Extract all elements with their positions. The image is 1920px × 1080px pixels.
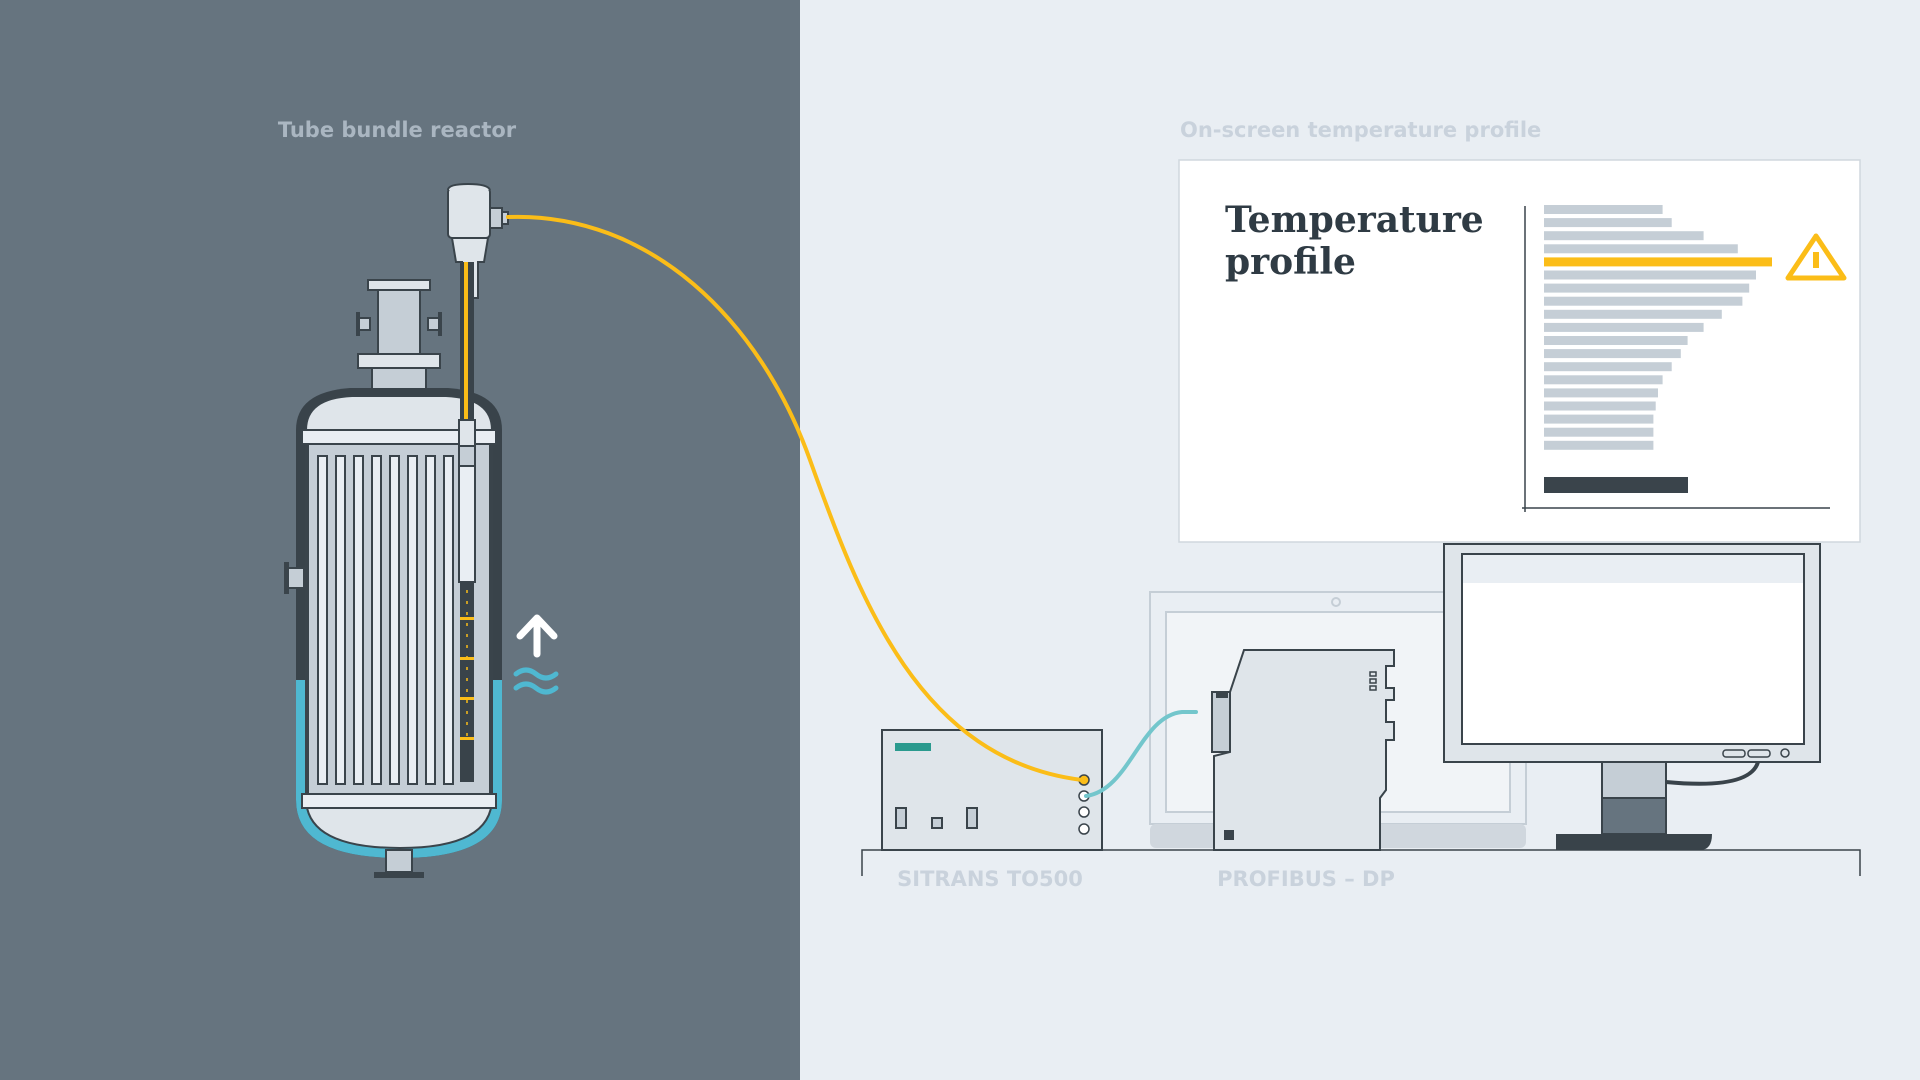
profibus-device xyxy=(1211,649,1395,851)
multipoint-thermometer xyxy=(447,182,509,782)
profile-bar xyxy=(1544,440,1654,450)
profile-caption: On-screen temperature profile xyxy=(1180,118,1541,142)
profile-bar xyxy=(1544,401,1656,411)
profile-bar-hotspot xyxy=(1544,257,1772,267)
brand-logo xyxy=(895,743,931,751)
profile-bar xyxy=(1544,309,1722,319)
profile-bar xyxy=(1544,205,1663,214)
profile-bar xyxy=(1544,218,1672,228)
profile-panel: Temperature profile xyxy=(1178,159,1861,543)
tube-bundle-reactor xyxy=(284,182,559,878)
profile-bar xyxy=(1544,375,1663,385)
reactor-label: Tube bundle reactor xyxy=(278,118,517,142)
profile-bar xyxy=(1544,362,1672,372)
profile-bar xyxy=(1544,270,1756,280)
warning-icon xyxy=(1785,233,1847,281)
bus-label: PROFIBUS – DP xyxy=(1217,867,1395,891)
profile-bars xyxy=(1544,205,1772,450)
profile-bar xyxy=(1544,414,1654,424)
profibus-cable xyxy=(1084,710,1198,798)
transmitter-label: SITRANS TO500 xyxy=(897,867,1083,891)
profile-bar xyxy=(1544,322,1704,332)
monitor xyxy=(1443,543,1821,850)
coolant-wave-icon xyxy=(513,667,559,695)
profile-legend-bar xyxy=(1544,477,1688,493)
profile-bar xyxy=(1544,336,1688,345)
profile-bar xyxy=(1544,296,1743,306)
profile-bar xyxy=(1544,244,1738,254)
profile-bar xyxy=(1544,427,1654,437)
profile-bar xyxy=(1544,283,1750,293)
panel-title-line1: Temperature xyxy=(1225,199,1484,241)
fiber-cable xyxy=(506,214,1084,782)
reactor-tubes xyxy=(317,455,454,785)
profile-bar xyxy=(1544,349,1681,359)
profile-bar xyxy=(1544,231,1704,241)
profile-bar xyxy=(1544,388,1658,398)
panel-title-line2: profile xyxy=(1225,241,1356,283)
heat-up-arrow-icon xyxy=(516,614,558,658)
